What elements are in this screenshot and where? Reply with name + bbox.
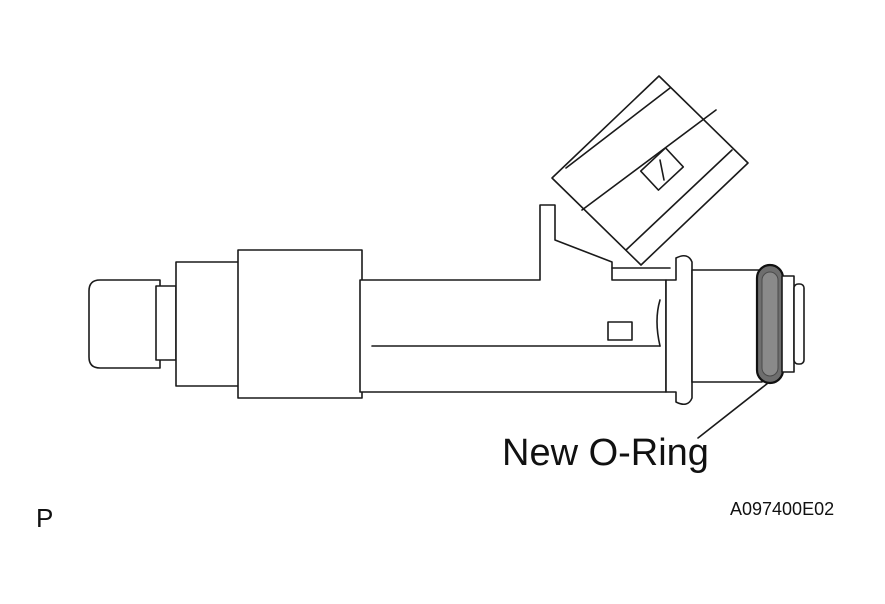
- inlet-body: [691, 269, 763, 383]
- figure-id: A097400E02: [730, 499, 835, 519]
- injector-main-body: [359, 204, 671, 393]
- body-mark-square: [607, 321, 633, 341]
- o-ring-callout-label: New O-Ring: [502, 432, 709, 474]
- lower-body-sleeve: [175, 249, 363, 399]
- view-code-letter: P: [36, 503, 54, 533]
- o-ring: [755, 263, 785, 385]
- inlet-tip: [781, 275, 805, 373]
- callout-leader-line: [697, 382, 769, 439]
- nozzle-tip: [88, 279, 177, 369]
- electrical-connector: [551, 75, 749, 266]
- injector-flange: [665, 254, 693, 406]
